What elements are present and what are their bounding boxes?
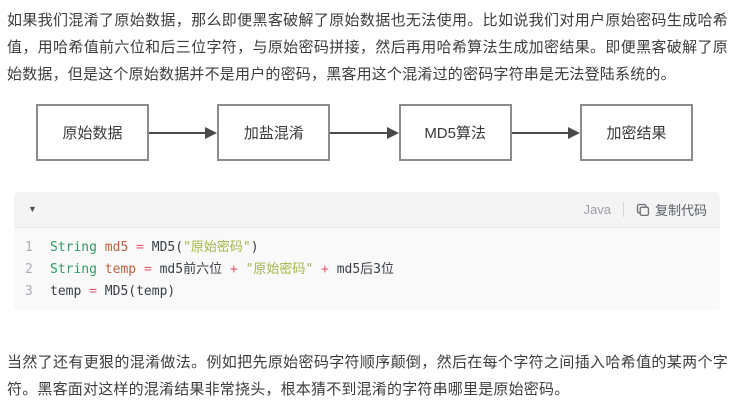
intro-paragraph: 如果我们混淆了原始数据，那么即便黑客破解了原始数据也无法使用。比如说我们对用户原…	[7, 12, 728, 83]
code-token-plain: md5前六位	[151, 262, 230, 277]
code-token-variable: temp	[104, 262, 137, 277]
code-token-plain	[97, 262, 105, 277]
flow-arrow-right-icon	[330, 126, 400, 139]
code-token-operator: +	[321, 262, 329, 277]
flow-step-box: 加密结果	[579, 104, 693, 161]
copy-code-label: 复制代码	[654, 203, 707, 218]
code-line: 3 temp = MD5(temp)	[14, 281, 720, 303]
code-token-string: "原始密码"	[245, 262, 314, 277]
code-token-plain: )	[250, 240, 259, 255]
code-token-plain	[97, 240, 105, 255]
code-token-operator: =	[89, 284, 97, 299]
code-text: String md5 = MD5("原始密码")	[50, 237, 720, 259]
code-line: 1 String md5 = MD5("原始密码")	[14, 237, 720, 259]
code-token-operator: =	[136, 240, 144, 255]
flow-arrow-right-icon	[149, 126, 218, 139]
code-text: String temp = md5前六位 + "原始密码" + md5后3位	[50, 259, 720, 281]
code-token-operator: =	[143, 262, 152, 277]
code-token-keyword: String	[50, 262, 97, 277]
copy-code-button[interactable]: 复制代码	[636, 200, 707, 219]
code-token-operator: +	[229, 262, 238, 277]
code-block-header: ▼ Java 复制代码	[14, 192, 720, 228]
flow-step-box: 加盐混淆	[217, 104, 331, 161]
code-language-label: Java	[583, 202, 611, 217]
code-line: 2 String temp = md5前六位 + "原始密码" + md5后3位	[14, 259, 720, 281]
flow-step-box: MD5算法	[398, 104, 512, 161]
code-token-plain	[136, 262, 144, 277]
code-token-plain	[128, 240, 136, 255]
line-number: 2	[25, 262, 33, 277]
line-number: 3	[25, 284, 33, 299]
flow-arrow-right-icon	[511, 126, 581, 139]
code-text: temp = MD5(temp)	[50, 281, 720, 303]
copy-icon	[636, 203, 650, 217]
code-token-plain	[238, 262, 246, 277]
code-token-string: "原始密码"	[183, 240, 251, 255]
code-token-plain: MD5(	[143, 240, 184, 255]
closing-paragraph: 当然了还有更狠的混淆做法。例如把先原始密码字符顺序颠倒，然后在每个字符之间插入哈…	[7, 354, 728, 398]
code-token-plain: temp	[50, 284, 90, 299]
header-divider	[622, 202, 624, 217]
code-header-actions: Java 复制代码	[584, 200, 707, 219]
code-token-keyword: String	[50, 240, 97, 255]
flowchart: 原始数据 加盐混淆 MD5算法 加密结果	[36, 104, 693, 161]
flow-step-box: 原始数据	[36, 104, 149, 161]
code-token-plain: md5后3位	[328, 262, 395, 277]
code-token-variable: md5	[104, 240, 129, 255]
collapse-toggle-icon[interactable]: ▼	[28, 204, 37, 214]
code-token-plain	[313, 262, 321, 277]
code-token-plain: MD5(temp)	[96, 284, 176, 299]
line-number: 1	[25, 240, 33, 255]
